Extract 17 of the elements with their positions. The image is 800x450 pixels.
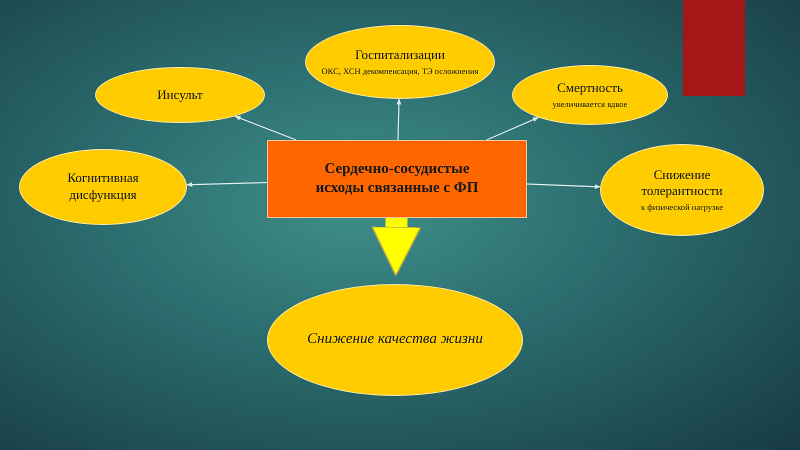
node-title: Когнитивная дисфункция [66,170,140,204]
node-title: Инсульт [157,86,203,104]
node-title: Госпитализации [355,47,445,64]
node-title: Смертность [557,80,623,97]
node-title: Сердечно-сосудистые исходы связанные с ФП [314,160,480,198]
arrow [186,182,268,187]
arrow [234,116,296,141]
arrow [526,183,601,190]
node-note: увеличивается вдвое [552,98,628,110]
arrow [396,98,402,140]
topic-box [267,140,527,218]
node-note: ОКС, ХСН декомпенсация, ТЭ осложнения [322,66,478,77]
arrow [486,116,539,141]
node-note: к физической нагрузке [640,202,724,214]
node-title: Снижение качества жизни [307,330,483,350]
node-title: Снижение толерантности [640,166,724,200]
block-arrow [371,218,422,276]
